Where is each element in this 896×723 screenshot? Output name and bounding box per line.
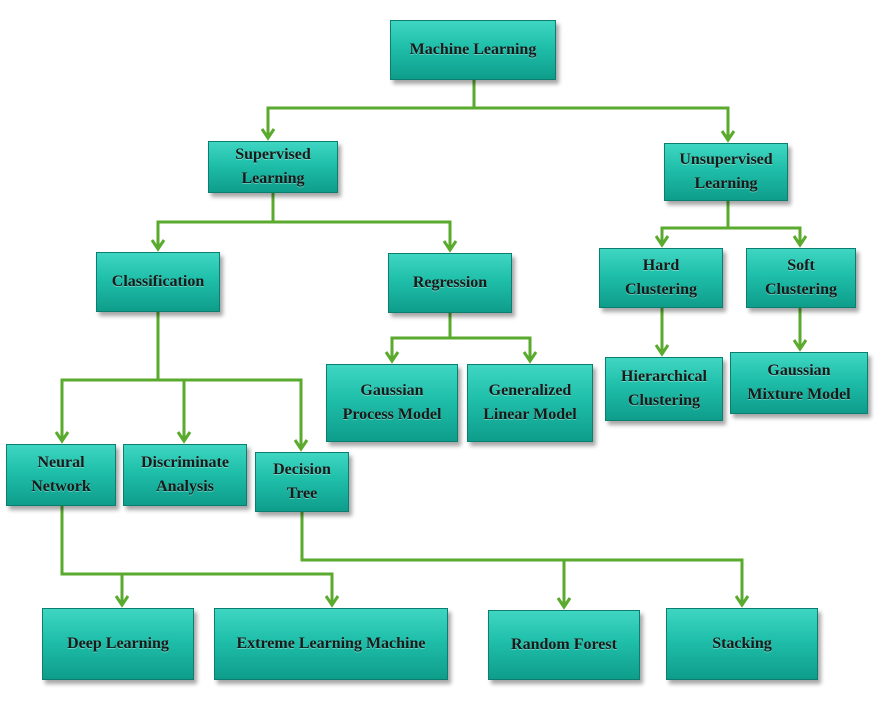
node-gaussian-process-model: Gaussian Process Model [326, 364, 458, 442]
node-label: Linear Model [483, 406, 577, 423]
arrowhead [734, 595, 750, 608]
node-label: Machine Learning [409, 41, 537, 58]
node-label: Gaussian [360, 382, 424, 399]
node-label: Mixture Model [747, 386, 851, 403]
node-generalized-linear-model: Generalized Linear Model [467, 364, 593, 442]
node-label: Analysis [156, 478, 214, 495]
node-classification: Classification [96, 252, 220, 312]
node-label: Learning [694, 175, 758, 192]
node-label: Generalized [488, 382, 572, 399]
node-deep-learning: Deep Learning [42, 608, 194, 680]
connector-line [60, 506, 124, 605]
node-label: Gaussian [767, 362, 831, 379]
node-label: Neural [37, 454, 85, 471]
arrowhead [720, 130, 736, 143]
node-discriminate-analysis: Discriminate Analysis [123, 444, 247, 506]
arrowhead [324, 595, 340, 608]
arrowhead [654, 235, 670, 248]
arrowhead [792, 339, 808, 352]
connector-line [450, 336, 532, 361]
node-random-forest: Random Forest [488, 610, 640, 680]
node-label: Hard [642, 257, 680, 274]
node-label: Extreme Learning Machine [236, 635, 426, 652]
node-label: Stacking [712, 635, 772, 652]
node-label: Hierarchical [621, 368, 707, 385]
node-hard-clustering: Hard Clustering [599, 248, 723, 308]
node-supervised-learning: Supervised Learning [208, 141, 338, 193]
connector-line [158, 378, 186, 441]
node-label: Network [31, 478, 91, 495]
connector-line [390, 313, 452, 361]
connector-line [266, 80, 476, 138]
node-label: Decision [273, 461, 331, 478]
arrowhead [384, 351, 400, 364]
connector-line [474, 106, 730, 140]
node-regression: Regression [388, 253, 512, 313]
node-extreme-learning-machine: Extreme Learning Machine [214, 608, 448, 680]
node-neural-network: Neural Network [6, 444, 116, 506]
node-gaussian-mixture-model: Gaussian Mixture Model [730, 352, 868, 414]
connector-line [60, 312, 160, 441]
connector-line [300, 512, 566, 607]
node-soft-clustering: Soft Clustering [746, 248, 856, 308]
node-label: Learning [241, 170, 305, 187]
connector-line [273, 220, 452, 250]
node-stacking: Stacking [666, 608, 818, 680]
arrowhead [556, 597, 572, 610]
arrowhead [654, 344, 670, 357]
arrowhead [442, 240, 458, 253]
arrowhead [260, 128, 276, 141]
node-decision-tree: Decision Tree [255, 452, 349, 512]
connector-line [156, 193, 275, 249]
node-label: Regression [412, 274, 488, 291]
node-hierarchical-clustering: Hierarchical Clustering [605, 357, 723, 421]
node-label: Clustering [628, 392, 700, 409]
node-label: Classification [111, 273, 205, 290]
arrowhead [150, 239, 166, 252]
node-label: Random Forest [511, 636, 617, 653]
connector-line [660, 201, 730, 245]
connector-line [728, 226, 802, 245]
node-label: Tree [286, 485, 318, 502]
arrowhead [792, 235, 808, 248]
node-label: Soft [787, 257, 815, 274]
node-label: Clustering [625, 281, 697, 298]
node-label: Unsupervised [679, 151, 773, 168]
node-label: Deep Learning [67, 635, 169, 652]
node-label: Clustering [765, 281, 837, 298]
arrowhead [54, 431, 70, 444]
arrowhead [114, 595, 130, 608]
connector-line [564, 558, 744, 605]
node-unsupervised-learning: Unsupervised Learning [664, 143, 788, 201]
arrowhead [293, 439, 309, 452]
node-label: Supervised [235, 146, 311, 163]
arrowhead [176, 431, 192, 444]
connector-line [158, 378, 303, 449]
connector-line [122, 572, 334, 605]
node-label: Process Model [342, 406, 442, 423]
node-machine-learning: Machine Learning [390, 20, 556, 80]
arrowhead [522, 351, 538, 364]
node-label: Discriminate [141, 454, 229, 471]
